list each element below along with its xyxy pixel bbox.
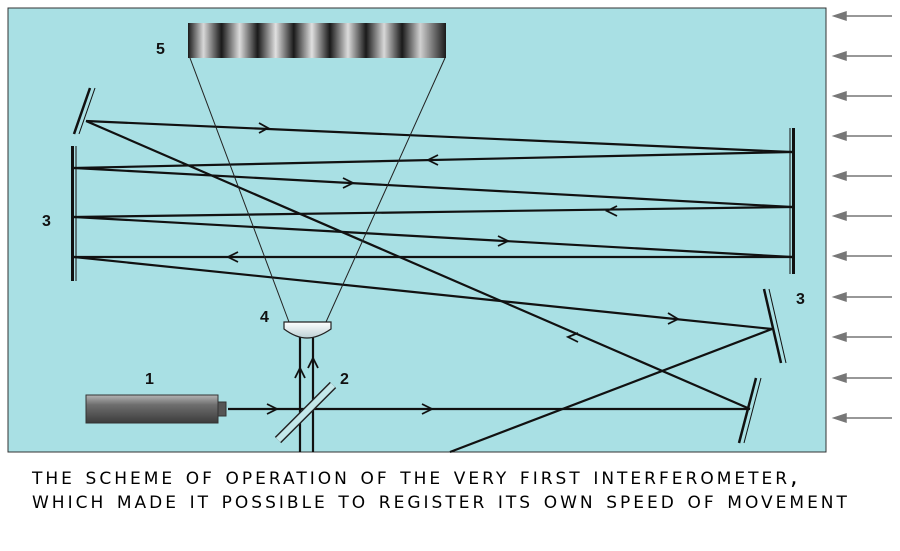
mirror-left [71,146,77,281]
fringe-screen [188,23,446,58]
mirror-right-tilted [762,288,787,364]
beam-path [73,150,793,170]
incoming-arrow [831,10,892,22]
label-mirror-right: 3 [796,291,805,308]
beam-path [85,119,751,411]
incoming-arrow [831,372,892,384]
arrowhead [294,365,306,379]
arrowhead [667,312,680,325]
arrowhead [565,332,579,343]
mirror-top-left [72,87,96,135]
mirror-bottom-right [737,377,762,444]
incoming-arrow [831,291,892,303]
beam-path [73,215,793,259]
label-beam-splitter: 2 [340,371,349,388]
arrowhead [342,177,356,189]
beam-path [85,119,793,154]
projection-cone [189,57,446,323]
mirror-right [789,128,795,274]
beam-path [73,166,793,209]
label-fringe-screen: 5 [156,41,165,58]
arrowhead [225,251,239,263]
laser [85,394,227,424]
arrowhead [258,122,270,134]
incoming-arrow [831,90,892,102]
lens [283,321,332,339]
direction-arrows [225,122,680,415]
incoming-arrow [831,331,892,343]
mirrors [71,87,795,444]
arrowhead [307,355,319,369]
label-mirror-left: 3 [42,213,51,230]
label-lens: 4 [260,309,269,326]
arrowhead [497,235,511,247]
arrowhead [266,403,280,415]
interferometer-diagram: 5 3 3 4 1 2 [7,7,892,454]
incoming-arrows [831,10,892,424]
beam-path [73,205,793,219]
arrowhead [604,205,618,217]
label-laser: 1 [145,371,154,388]
incoming-arrow [831,50,892,62]
incoming-arrow [831,250,892,262]
beam-path [73,255,773,331]
incoming-arrow [831,130,892,142]
diagram-panel [7,7,827,453]
arrowhead [421,403,435,415]
incoming-arrow [831,412,892,424]
diagram-caption: The scheme of operation of the very firs… [32,462,850,514]
incoming-arrow [831,210,892,222]
arrowhead [425,154,439,166]
beam-path [449,327,773,454]
incoming-arrow [831,170,892,182]
beam-splitter [274,381,337,444]
